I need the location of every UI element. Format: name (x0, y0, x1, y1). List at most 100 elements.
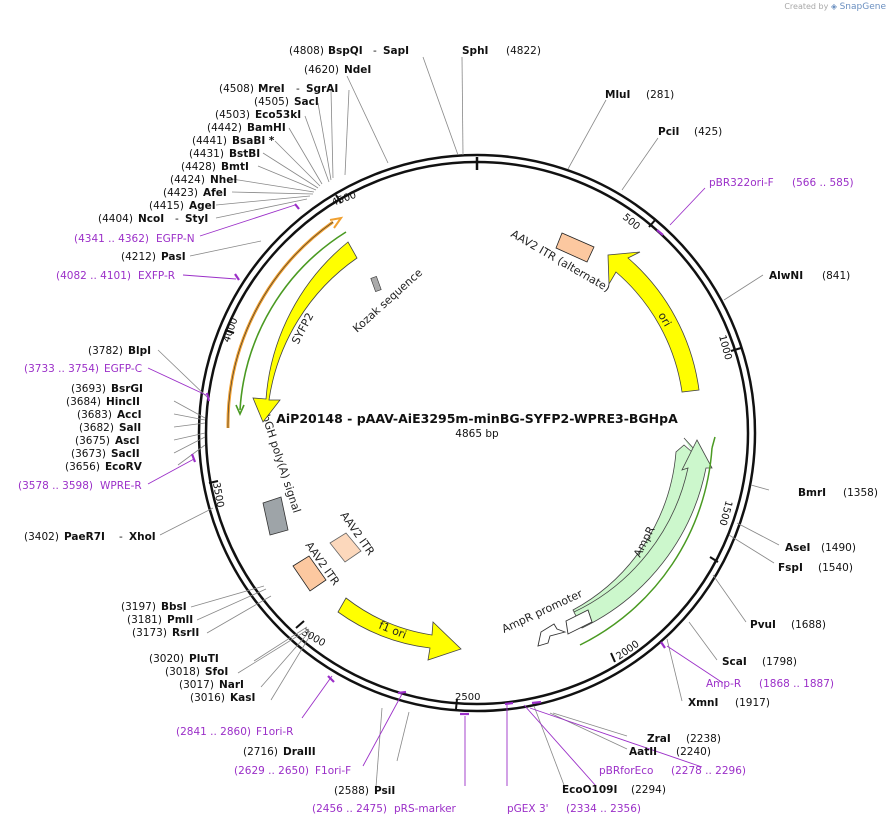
primer-range-f1ori-f: (2629 .. 2650) (234, 765, 309, 777)
site-name-hincii: HincII (106, 396, 140, 408)
svg-text:-: - (119, 531, 123, 543)
site-pos-zrai: (2238) (686, 733, 721, 745)
site-pos-ncoi: (4404) (98, 213, 133, 225)
primer-range-f1ori-r: (2841 .. 2860) (176, 726, 251, 738)
primer-marks (190, 203, 666, 716)
site-name-ndei: NdeI (344, 64, 371, 76)
site-name-pvui: PvuI (750, 619, 776, 631)
ampr-promoter-arrow (537, 623, 567, 647)
primer-name-prs-marker: pRS-marker (394, 803, 457, 815)
site-name-sgrai: SgrAI (306, 83, 338, 95)
primer-range-egfp-c: (3733 .. 3754) (24, 363, 99, 375)
site-name-agei: AgeI (189, 200, 216, 212)
backbone (197, 153, 757, 713)
site-name-fspi: FspI (778, 562, 803, 574)
credit-brand: SnapGene (839, 2, 886, 12)
feature-kozak[interactable] (370, 276, 382, 292)
sypf2-orf-line (239, 231, 347, 411)
site-pos-mrei: (4508) (219, 83, 254, 95)
site-pos-pcii: (425) (694, 126, 722, 138)
site-name-styi: StyI (185, 213, 208, 225)
primer-range-pbrforeco: (2278 .. 2296) (671, 765, 746, 777)
site-pos-asci: (3675) (75, 435, 110, 447)
scale-ticks (208, 194, 742, 710)
primer-name-egfp-c: EGFP-C (104, 363, 142, 375)
feature-f1-ori[interactable] (337, 597, 462, 661)
primer-range-2334: (2334 .. 2356) (566, 803, 641, 815)
primer-range-egfp-n: (4341 .. 4362) (74, 233, 149, 245)
site-pos-xmni: (1917) (735, 697, 770, 709)
site-name-bmti: BmtI (221, 161, 249, 173)
site-pos-ecoo109i: (2294) (631, 784, 666, 796)
site-name-alwni: AlwNI (769, 270, 803, 282)
primer-name-f1ori-f: F1ori-F (315, 765, 351, 777)
primer-range-exfp-r: (4082 .. 4101) (56, 270, 131, 282)
credit-prefix: Created by (784, 2, 829, 11)
site-pos-pasi: (4212) (121, 251, 156, 263)
site-pos-nari: (3017) (179, 679, 214, 691)
site-name-bspqi: BspQI (328, 45, 363, 57)
site-pos-rsrii: (3173) (132, 627, 167, 639)
site-name-xmni: XmnI (688, 697, 718, 709)
primer-name-wpre-r: WPRE-R (100, 480, 142, 492)
tick-labels: 500 1000 1500 2000 2500 3000 3500 4000 4… (210, 190, 734, 703)
feature-aav2-itr-alternate[interactable] (555, 232, 595, 263)
primer-lines (147, 187, 724, 787)
site-name-bamhi: BamHI (247, 122, 286, 134)
site-pos-pvui: (1688) (791, 619, 826, 631)
primer-name-amp-r: Amp-R (706, 678, 741, 690)
site-pos-psii: (2588) (334, 785, 369, 797)
tick-label-2500: 2500 (455, 692, 480, 703)
site-name-blpi: BlpI (128, 345, 151, 357)
feature-ampr-promoter[interactable] (565, 609, 593, 635)
primer-range-pbr322ori-f: (566 .. 585) (792, 177, 854, 189)
site-pos-bspqi: (4808) (289, 45, 324, 57)
site-pos-eco53ki: (4503) (215, 109, 250, 121)
site-pos-sali: (3682) (79, 422, 114, 434)
site-name-ncoi: NcoI (138, 213, 164, 225)
feature-aav2-itr-1[interactable] (329, 532, 362, 563)
site-name-bsabi: BsaBI * (232, 135, 275, 147)
site-name-paer7i: PaeR7I (64, 531, 105, 543)
site-name-zrai: ZraI (647, 733, 671, 745)
site-pos-ecorv: (3656) (65, 461, 100, 473)
tick-label-3500: 3500 (210, 482, 225, 509)
feature-sypf2[interactable] (252, 241, 358, 423)
site-pos-bmti: (4428) (181, 161, 216, 173)
site-pos-afei: (4423) (163, 187, 198, 199)
tick-label-4000: 4000 (221, 316, 240, 344)
site-name-afei: AfeI (203, 187, 227, 199)
site-name-acci: AccI (117, 409, 141, 421)
site-name-nhei: NheI (210, 174, 237, 186)
site-labels: (4808) BspQI - SapI SphI (4822) (4620) N… (24, 45, 878, 797)
feature-bgh-polya[interactable] (262, 496, 289, 536)
primer-range-prs-marker: (2456 .. 2475) (312, 803, 387, 815)
ampr-orf-line (579, 447, 713, 646)
site-name-scai: ScaI (722, 656, 747, 668)
plasmid-length: 4865 bp (455, 428, 499, 440)
site-pos-bamhi: (4442) (207, 122, 242, 134)
site-name-bbsi: BbsI (161, 601, 187, 613)
site-pos-draiii: (2716) (243, 746, 278, 758)
feature-ori[interactable] (607, 251, 700, 393)
site-pos-scai: (1798) (762, 656, 797, 668)
site-name-psii: PsiI (374, 785, 395, 797)
site-name-sapi: SapI (383, 45, 409, 57)
site-name-bstbi: BstBI (229, 148, 260, 160)
primer-name-exfp-r: EXFP-R (138, 270, 175, 282)
site-name-draiii: DraIII (283, 746, 316, 758)
site-pos-bbsi: (3197) (121, 601, 156, 613)
site-pos-agei: (4415) (149, 200, 184, 212)
site-pos-pmli: (3181) (127, 614, 162, 626)
tick-label-4500: 4500 (330, 190, 358, 209)
site-name-kasi: KasI (230, 692, 255, 704)
site-name-nari: NarI (219, 679, 244, 691)
feature-aav2-itr-2[interactable] (292, 555, 327, 592)
feature-ampr-body[interactable] (573, 439, 713, 629)
primer-name-pgex-3: pGEX 3' (507, 803, 549, 815)
site-name-pmli: PmlI (167, 614, 193, 626)
site-pos-pluti: (3020) (149, 653, 184, 665)
site-name-pcii: PciI (658, 126, 679, 138)
site-name-xhoi: XhoI (129, 531, 156, 543)
